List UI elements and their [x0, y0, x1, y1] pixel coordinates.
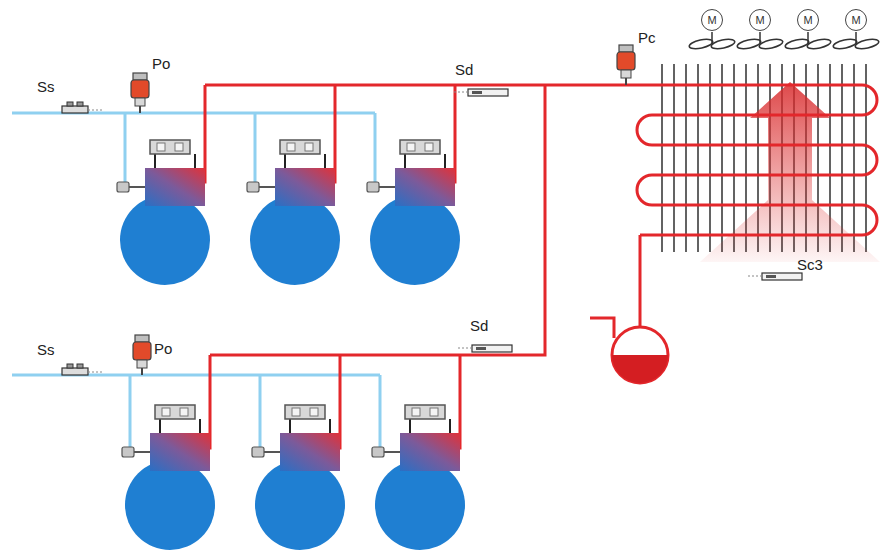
motor-letter: M [803, 15, 812, 26]
fan-motor: M [749, 9, 771, 31]
sensor-label: Sd [455, 62, 473, 77]
sensor-label: Ss [37, 342, 55, 357]
fan-motor: M [797, 9, 819, 31]
sensor-label: Pc [638, 30, 656, 45]
sensor-label: Sc3 [797, 257, 823, 272]
fan-motor: M [701, 9, 723, 31]
motor-letter: M [755, 15, 764, 26]
sensor-label: Sd [470, 318, 488, 333]
sensor-label: Ss [37, 79, 55, 94]
motor-letter: M [707, 15, 716, 26]
fan-motor: M [845, 9, 867, 31]
motor-letter: M [851, 15, 860, 26]
sensor-label: Po [154, 341, 172, 356]
sensor-label: Po [152, 56, 170, 71]
